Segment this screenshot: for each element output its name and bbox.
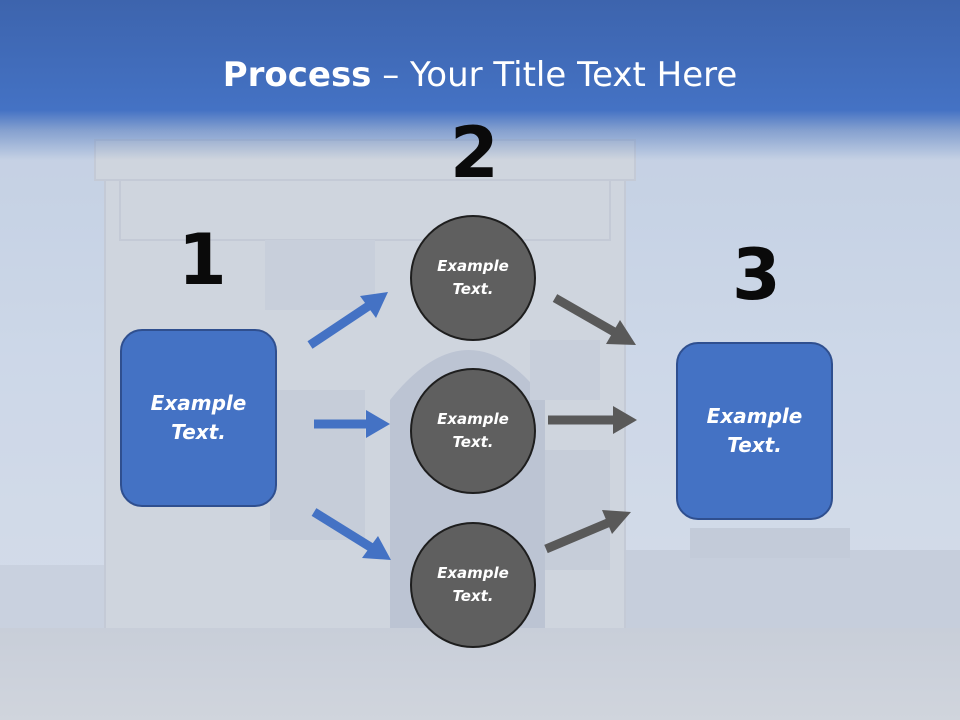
circle-middle-line1: Example (437, 410, 509, 428)
title-band (0, 0, 960, 160)
step-number-2: 2 (450, 112, 499, 194)
circle-bottom[interactable]: Example Text. (410, 522, 536, 648)
title-bold: Process (222, 55, 372, 95)
circle-bottom-line1: Example (437, 564, 509, 582)
right-box-line2: Text. (727, 433, 782, 457)
slide-title: Process – Your Title Text Here (0, 52, 960, 98)
circle-top[interactable]: Example Text. (410, 215, 536, 341)
circle-middle[interactable]: Example Text. (410, 368, 536, 494)
circle-middle-line2: Text. (452, 433, 494, 451)
circle-top-line2: Text. (452, 280, 494, 298)
step-number-1: 1 (178, 219, 227, 301)
right-box[interactable]: Example Text. (676, 342, 833, 520)
title-rest: – Your Title Text Here (371, 55, 738, 95)
circle-bottom-line2: Text. (452, 587, 494, 605)
left-box-line1: Example (150, 391, 247, 415)
left-box-line2: Text. (171, 420, 226, 444)
circle-top-line1: Example (437, 257, 509, 275)
left-box[interactable]: Example Text. (120, 329, 277, 507)
step-number-3: 3 (732, 234, 781, 316)
right-box-line1: Example (706, 404, 803, 428)
